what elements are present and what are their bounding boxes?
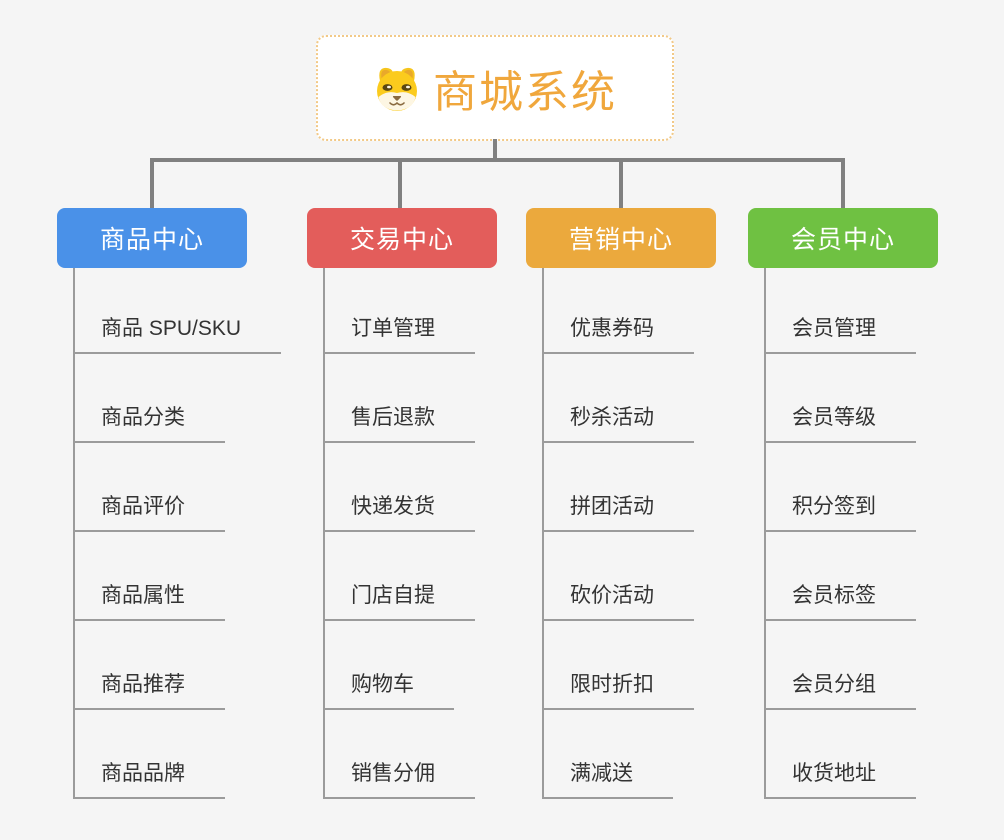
connector-drop-marketing-center xyxy=(619,158,623,210)
branch-header-trade-center[interactable]: 交易中心 xyxy=(307,208,497,268)
branch-header-member-center[interactable]: 会员中心 xyxy=(748,208,938,268)
branch-marketing-center: 营销中心 优惠券码 秒杀活动 拼团活动 砍价活动 限时折扣 满减送 xyxy=(526,208,716,799)
node-bargain-activity[interactable]: 砍价活动 xyxy=(542,579,694,621)
connector-root-stub xyxy=(493,139,497,160)
node-product-recommend[interactable]: 商品推荐 xyxy=(73,668,225,710)
connector-drop-member-center xyxy=(841,158,845,210)
item-row: 销售分佣 xyxy=(323,710,475,799)
branch-trunk-product-center xyxy=(73,268,75,799)
connector-drop-product-center xyxy=(150,158,154,210)
branch-header-product-center[interactable]: 商品中心 xyxy=(57,208,247,268)
branch-header-label: 商品中心 xyxy=(99,226,204,254)
root-node[interactable]: 商城系统 xyxy=(316,35,674,141)
branch-trunk-trade-center xyxy=(323,268,325,799)
node-shopping-cart[interactable]: 购物车 xyxy=(323,668,454,710)
branch-header-label: 营销中心 xyxy=(568,226,673,254)
node-group-buy[interactable]: 拼团活动 xyxy=(542,490,694,532)
branch-trunk-marketing-center xyxy=(542,268,544,799)
node-flash-sale[interactable]: 秒杀活动 xyxy=(542,401,694,443)
item-row: 会员等级 xyxy=(764,354,916,443)
root-title: 商城系统 xyxy=(433,68,617,117)
item-row: 订单管理 xyxy=(323,268,475,354)
item-row: 秒杀活动 xyxy=(542,354,694,443)
item-row: 拼团活动 xyxy=(542,443,694,532)
node-after-sale-refund[interactable]: 售后退款 xyxy=(323,401,475,443)
node-member-level[interactable]: 会员等级 xyxy=(764,401,916,443)
dog-face-icon xyxy=(373,64,421,112)
node-store-pickup[interactable]: 门店自提 xyxy=(323,579,475,621)
item-row: 快递发货 xyxy=(323,443,475,532)
connector-bus-line xyxy=(150,158,845,162)
branch-member-center: 会员中心 会员管理 会员等级 积分签到 会员标签 会员分组 收货地址 xyxy=(748,208,938,799)
branch-header-label: 交易中心 xyxy=(349,226,454,254)
item-row: 售后退款 xyxy=(323,354,475,443)
branch-header-label: 会员中心 xyxy=(790,226,895,254)
branch-trunk-member-center xyxy=(764,268,766,799)
node-full-reduction[interactable]: 满减送 xyxy=(542,757,673,799)
node-member-management[interactable]: 会员管理 xyxy=(764,312,916,354)
item-row: 满减送 xyxy=(542,710,694,799)
connector-drop-trade-center xyxy=(398,158,402,210)
node-product-spu-sku[interactable]: 商品 SPU/SKU xyxy=(73,312,282,354)
item-row: 积分签到 xyxy=(764,443,916,532)
branch-header-marketing-center[interactable]: 营销中心 xyxy=(526,208,716,268)
node-member-tag[interactable]: 会员标签 xyxy=(764,579,916,621)
node-product-brand[interactable]: 商品品牌 xyxy=(73,757,225,799)
item-row: 商品分类 xyxy=(73,354,281,443)
branch-trade-center: 交易中心 订单管理 售后退款 快递发货 门店自提 购物车 销售分佣 xyxy=(307,208,497,799)
item-row: 商品评价 xyxy=(73,443,281,532)
item-row: 优惠券码 xyxy=(542,268,694,354)
item-row: 收货地址 xyxy=(764,710,916,799)
node-limited-time-discount[interactable]: 限时折扣 xyxy=(542,668,694,710)
node-order-management[interactable]: 订单管理 xyxy=(323,312,475,354)
item-row: 商品推荐 xyxy=(73,621,281,710)
item-row: 商品属性 xyxy=(73,532,281,621)
node-product-category[interactable]: 商品分类 xyxy=(73,401,225,443)
branch-product-center: 商品中心 商品 SPU/SKU 商品分类 商品评价 商品属性 商品推荐 商品品牌 xyxy=(57,208,282,799)
item-row: 限时折扣 xyxy=(542,621,694,710)
node-sales-commission[interactable]: 销售分佣 xyxy=(323,757,475,799)
item-row: 购物车 xyxy=(323,621,475,710)
item-row: 商品品牌 xyxy=(73,710,281,799)
node-points-checkin[interactable]: 积分签到 xyxy=(764,490,916,532)
node-product-attribute[interactable]: 商品属性 xyxy=(73,579,225,621)
item-row: 商品 SPU/SKU xyxy=(73,268,282,354)
item-row: 会员分组 xyxy=(764,621,916,710)
item-row: 会员标签 xyxy=(764,532,916,621)
node-product-review[interactable]: 商品评价 xyxy=(73,490,225,532)
item-row: 砍价活动 xyxy=(542,532,694,621)
node-express-delivery[interactable]: 快递发货 xyxy=(323,490,475,532)
node-shipping-address[interactable]: 收货地址 xyxy=(764,757,916,799)
node-member-group[interactable]: 会员分组 xyxy=(764,668,916,710)
item-row: 会员管理 xyxy=(764,268,916,354)
node-coupon-code[interactable]: 优惠券码 xyxy=(542,312,694,354)
item-row: 门店自提 xyxy=(323,532,475,621)
